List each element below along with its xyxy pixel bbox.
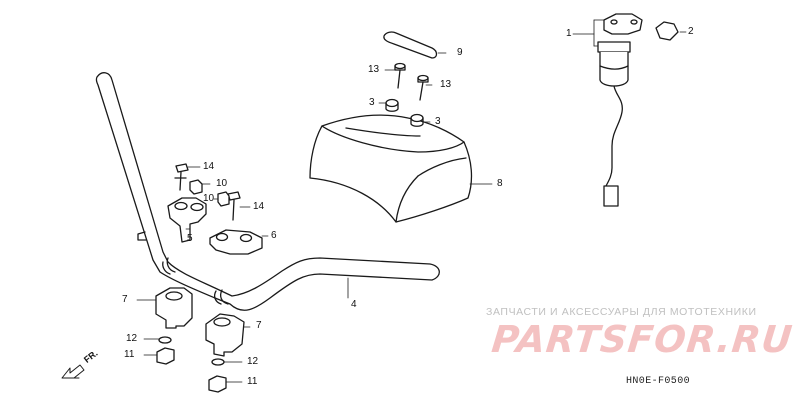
callout-6: 6	[271, 230, 277, 241]
callout-13a: 13	[368, 64, 380, 75]
callout-7b: 7	[256, 320, 262, 331]
callout-11a: 11	[124, 349, 135, 360]
callout-8: 8	[497, 178, 503, 189]
washer-12-left	[158, 336, 172, 344]
callout-7a: 7	[122, 294, 128, 305]
callout-11b: 11	[247, 376, 258, 387]
bolt-14-lower	[227, 191, 241, 221]
callout-9: 9	[457, 47, 463, 58]
collar-10-b	[217, 191, 230, 207]
washer-12-right	[211, 358, 225, 366]
upper-holder-6	[209, 229, 263, 255]
screw-13-left	[394, 62, 406, 89]
callout-3a: 3	[369, 97, 375, 108]
handlebar	[95, 72, 440, 311]
callout-10b: 10	[203, 193, 215, 204]
watermark-tagline: ЗАПЧАСТИ И АКСЕССУАРЫ ДЛЯ МОТОТЕХНИКИ	[486, 306, 757, 318]
callout-10a: 10	[216, 178, 228, 189]
plate-9	[383, 31, 438, 59]
lower-holder-7-left	[155, 287, 193, 329]
ignition-switch-1	[597, 13, 643, 207]
nut-11-left	[156, 347, 175, 365]
collar-3-loose	[385, 98, 399, 112]
nut-11-right	[208, 375, 227, 393]
callout-3b: 3	[435, 116, 441, 127]
key-cap-2	[655, 21, 679, 41]
watermark-logo: PARTSFOR.RU	[489, 318, 795, 361]
callout-14b: 14	[253, 201, 265, 212]
handlebar-cover-8	[309, 114, 473, 223]
fr-arrow-icon	[61, 364, 85, 379]
callout-2: 2	[688, 26, 694, 37]
leader-lines	[136, 19, 687, 383]
callout-14a: 14	[203, 161, 215, 172]
callout-12b: 12	[247, 356, 259, 367]
callout-4: 4	[351, 299, 357, 310]
lower-holder-7-right	[205, 313, 245, 357]
upper-holder-5	[167, 197, 207, 243]
callout-5: 5	[187, 233, 193, 244]
callout-1: 1	[566, 28, 572, 39]
screw-13-right	[417, 74, 429, 101]
drawing-code: HN0E-F0500	[626, 376, 691, 387]
collar-10-a	[189, 179, 203, 195]
callout-12a: 12	[126, 333, 138, 344]
callout-13b: 13	[440, 79, 452, 90]
collar-3-cover	[410, 113, 424, 127]
bolt-14-upper	[174, 163, 189, 191]
